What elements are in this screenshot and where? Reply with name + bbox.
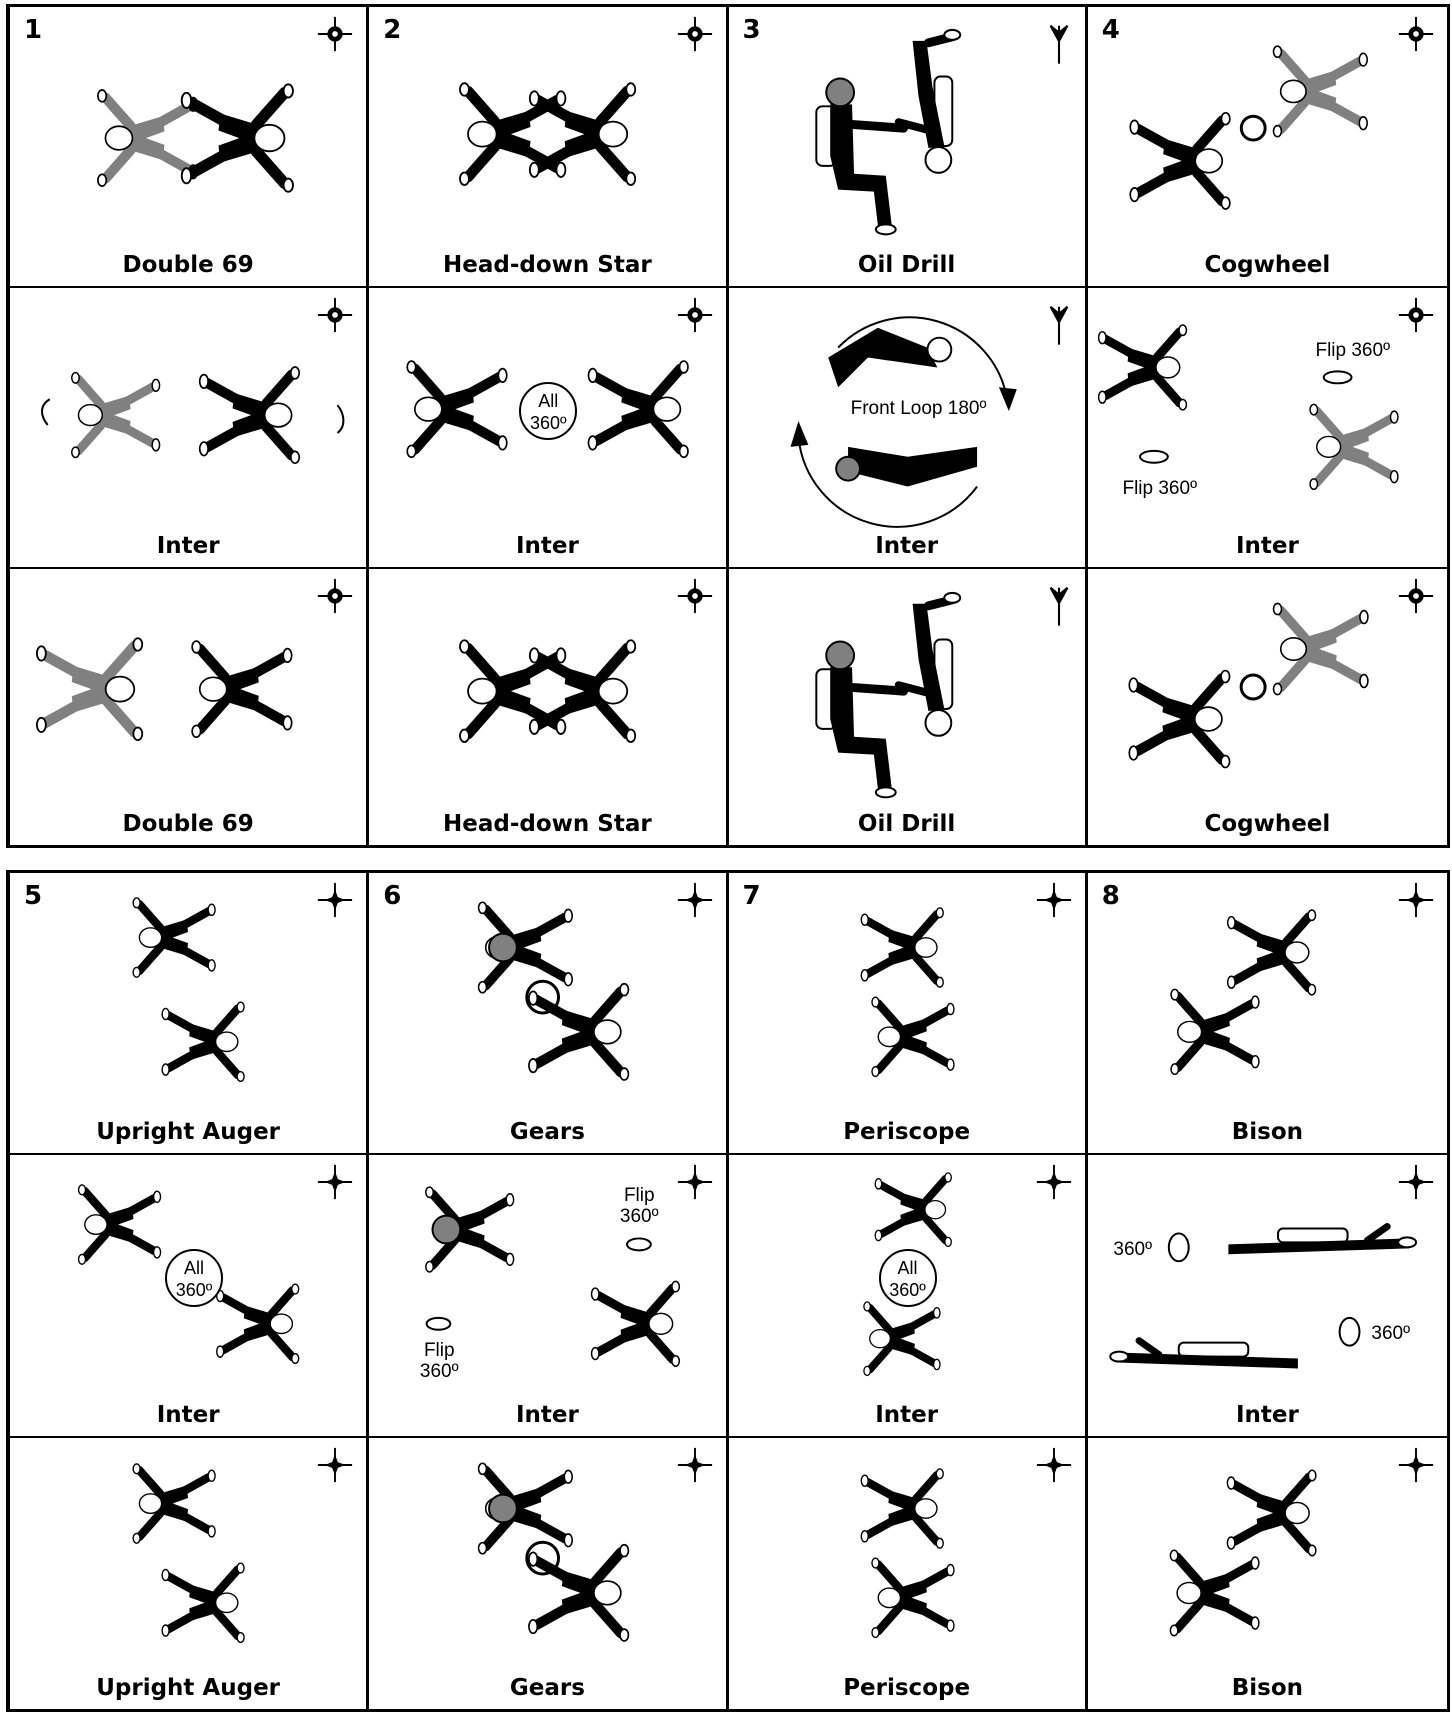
formation-cell-8-b: Bison <box>1088 1438 1447 1709</box>
formation-block-1: 1 Double 69 2 Head-down Star 3 Oil Drill… <box>6 4 1450 848</box>
flip-note: Flip 360º <box>1110 478 1210 499</box>
note-line: 360º <box>409 1361 469 1382</box>
formation-name: Periscope <box>729 1119 1085 1145</box>
formation-cell-3-b: Oil Drill <box>729 569 1088 845</box>
formation-diagram <box>369 873 725 1153</box>
formation-diagram <box>10 288 366 567</box>
formation-cell-7-b: Periscope <box>729 1438 1088 1709</box>
formation-name: Gears <box>369 1675 725 1701</box>
flip-note: Flip 360º <box>609 1185 669 1227</box>
formation-diagram <box>729 569 1085 845</box>
formation-diagram <box>1088 288 1447 567</box>
formation-diagram <box>369 569 725 845</box>
note-line: Flip <box>409 1340 469 1361</box>
formation-cell-5-b: Upright Auger <box>10 1438 369 1709</box>
formation-diagram <box>729 873 1085 1153</box>
formation-cell-4-inter: Flip 360º Flip 360º Inter <box>1088 288 1447 569</box>
formation-cell-1-inter: Inter <box>10 288 369 569</box>
formation-diagram <box>1088 7 1447 286</box>
note-line: All <box>521 390 575 412</box>
formation-name: Upright Auger <box>10 1119 366 1145</box>
formation-diagram <box>729 7 1085 286</box>
formation-diagram <box>10 7 366 286</box>
formation-diagram <box>1088 1155 1447 1436</box>
formation-name: Inter <box>10 533 366 559</box>
note-line: Flip <box>609 1185 669 1206</box>
formation-cell-3-inter: Front Loop 180º Inter <box>729 288 1088 569</box>
formation-diagram <box>369 7 725 286</box>
formation-name: Inter <box>369 533 725 559</box>
formation-cell-4-a: 4 Cogwheel <box>1088 7 1447 288</box>
formation-name: Inter <box>729 1402 1085 1428</box>
formation-diagram <box>10 1438 366 1709</box>
note-line: 360º <box>881 1279 935 1301</box>
flip-note: Flip 360º <box>409 1340 469 1382</box>
formation-name: Gears <box>369 1119 725 1145</box>
formation-cell-2-b: Head-down Star <box>369 569 728 845</box>
formation-cell-4-b: Cogwheel <box>1088 569 1447 845</box>
formation-name: Bison <box>1088 1675 1447 1701</box>
formation-name: Oil Drill <box>729 252 1085 278</box>
rotation-note: All 360º <box>879 1249 937 1307</box>
formation-diagram <box>369 1155 725 1436</box>
formation-cell-1-b: Double 69 <box>10 569 369 845</box>
rotation-note: 360º <box>1366 1323 1416 1344</box>
formation-name: Oil Drill <box>729 811 1085 837</box>
formation-name: Inter <box>729 533 1085 559</box>
formation-cell-8-a: 8 Bison <box>1088 873 1447 1155</box>
formation-name: Inter <box>10 1402 366 1428</box>
formation-name: Head-down Star <box>369 252 725 278</box>
formation-diagram <box>1088 873 1447 1153</box>
formation-diagram <box>729 1438 1085 1709</box>
note-line: All <box>881 1257 935 1279</box>
note-line: 360º <box>609 1206 669 1227</box>
formation-name: Double 69 <box>10 811 366 837</box>
formation-cell-2-inter: All 360º Inter <box>369 288 728 569</box>
formation-diagram <box>729 288 1085 567</box>
formation-cell-8-inter: 360º 360º Inter <box>1088 1155 1447 1438</box>
formation-name: Upright Auger <box>10 1675 366 1701</box>
formation-cell-6-a: 6 Gears <box>369 873 728 1155</box>
loop-note: Front Loop 180º <box>839 398 999 419</box>
formation-name: Inter <box>1088 533 1447 559</box>
formation-cell-1-a: 1 Double 69 <box>10 7 369 288</box>
formation-diagram <box>1088 569 1447 845</box>
formation-diagram <box>10 873 366 1153</box>
rotation-note: All 360º <box>165 1249 223 1307</box>
note-line: 360º <box>167 1279 221 1301</box>
formation-diagram <box>1088 1438 1447 1709</box>
formation-diagram <box>369 1438 725 1709</box>
formation-cell-6-inter: Flip 360º Flip 360º Inter <box>369 1155 728 1438</box>
flip-note: Flip 360º <box>1303 340 1403 361</box>
formation-name: Double 69 <box>10 252 366 278</box>
formation-name: Inter <box>369 1402 725 1428</box>
formation-name: Periscope <box>729 1675 1085 1701</box>
formation-cell-5-inter: All 360º Inter <box>10 1155 369 1438</box>
formation-cell-7-a: 7 Periscope <box>729 873 1088 1155</box>
note-line: All <box>167 1257 221 1279</box>
formation-block-2: 5 Upright Auger 6 Gears 7 Periscope 8 <box>6 870 1450 1712</box>
formation-name: Cogwheel <box>1088 252 1447 278</box>
formation-cell-6-b: Gears <box>369 1438 728 1709</box>
formation-name: Inter <box>1088 1402 1447 1428</box>
formation-diagram <box>10 569 366 845</box>
note-line: 360º <box>521 412 575 434</box>
formation-cell-3-a: 3 Oil Drill <box>729 7 1088 288</box>
formation-cell-5-a: 5 Upright Auger <box>10 873 369 1155</box>
formation-name: Head-down Star <box>369 811 725 837</box>
formation-cell-2-a: 2 Head-down Star <box>369 7 728 288</box>
formation-name: Cogwheel <box>1088 811 1447 837</box>
rotation-note: All 360º <box>519 382 577 440</box>
formation-cell-7-inter: All 360º Inter <box>729 1155 1088 1438</box>
formation-name: Bison <box>1088 1119 1447 1145</box>
rotation-note: 360º <box>1108 1239 1158 1260</box>
